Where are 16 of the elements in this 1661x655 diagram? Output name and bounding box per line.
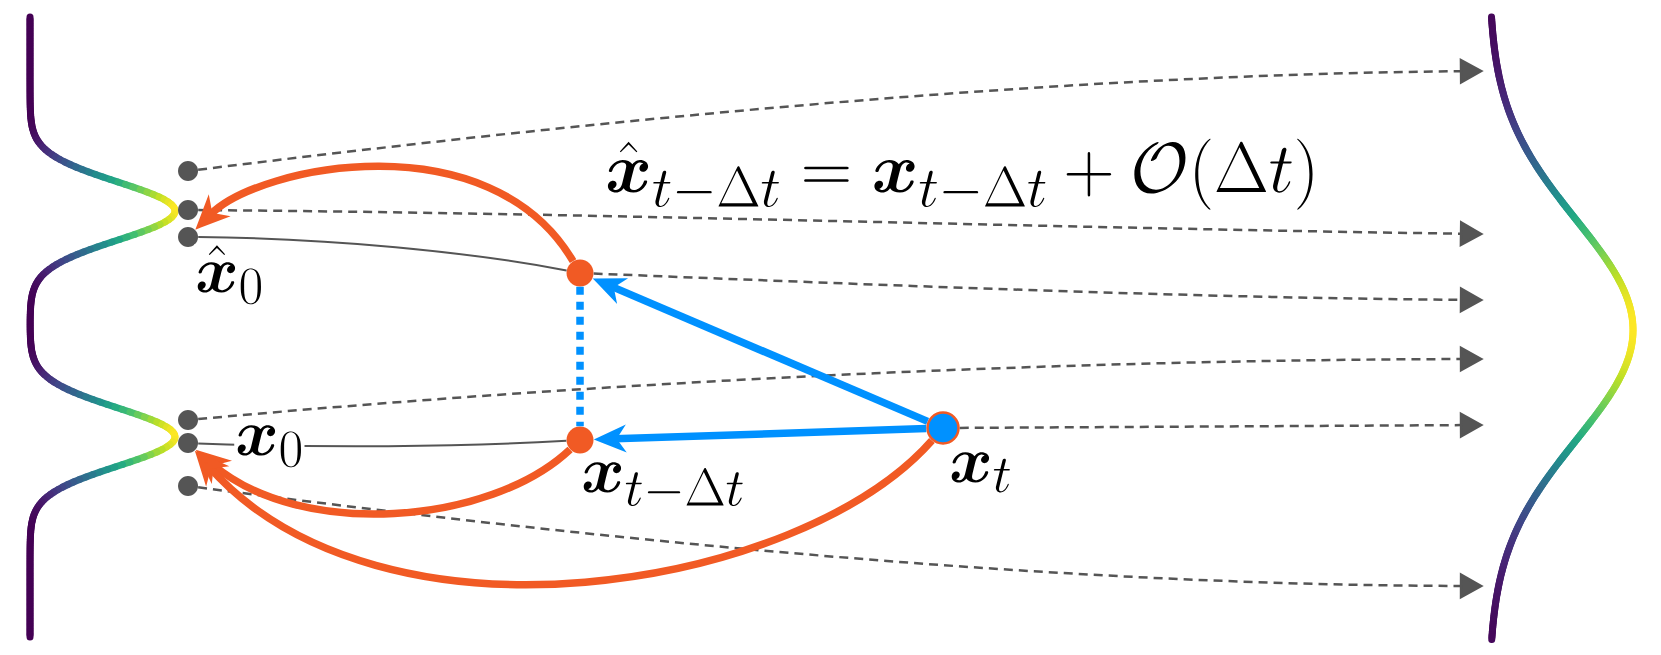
point-label: $\boldsymbol{x}_0$ — [234, 424, 305, 468]
sample-dot — [178, 476, 198, 496]
point-dot — [926, 411, 960, 445]
sample-dot — [178, 161, 198, 181]
point-label: $\boldsymbol{x}_{t-\Delta t}$ — [580, 461, 746, 511]
equation-label: $\hat{\boldsymbol{x}}_{t-\Delta t} = \boldsymbol{x}_{t-\Delta t} + \mathcal{O}(\Delta t)$ — [603, 136, 1321, 214]
trajectory-line — [197, 236, 568, 272]
sample-dot — [178, 410, 198, 430]
sample-dot — [178, 200, 198, 220]
point-dot — [566, 426, 594, 454]
point-label: $\boldsymbol{x}_t$ — [948, 451, 1013, 493]
point-dot — [566, 259, 594, 287]
point-label: $\hat{\boldsymbol{x}}_0$ — [194, 244, 265, 305]
sample-dot — [178, 433, 198, 453]
density-curve — [1488, 13, 1637, 643]
sample-dot — [178, 227, 198, 247]
